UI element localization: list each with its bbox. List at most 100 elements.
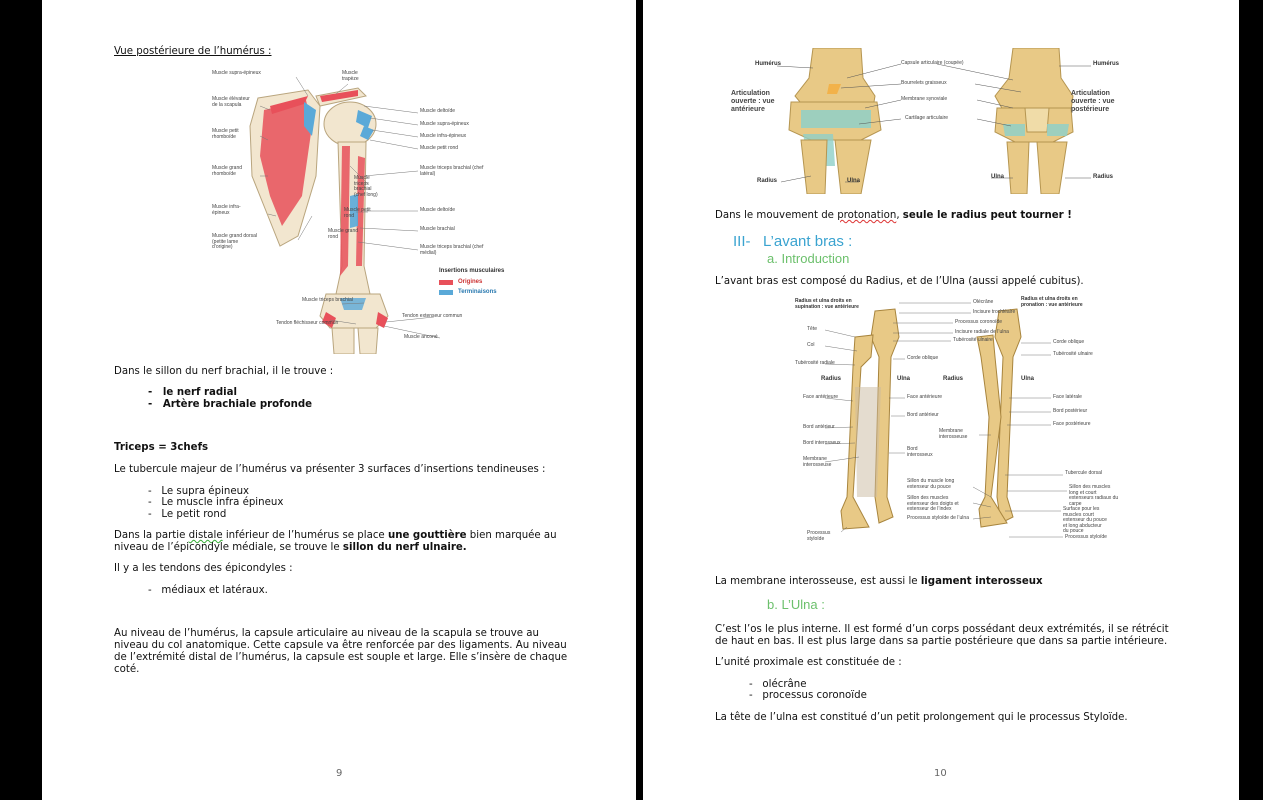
label-articulation-posterieure: Articulation ouverte : vue postérieure xyxy=(1071,90,1115,113)
label-processus-coronoide: Processus coronoïde xyxy=(955,319,1002,325)
label-bord-interosseux-2: Bord interosseux xyxy=(907,446,933,458)
text-run: niveau de l’épicondyle médiale, se trouv… xyxy=(114,542,343,553)
label-olecrane: Olécrâne xyxy=(973,299,994,305)
label-triceps-medial: Muscle triceps brachial (chef médial) xyxy=(420,244,484,256)
label-grand-rond: Muscle grand rond xyxy=(328,228,359,240)
label-tuberosite-ulnaire-2: Tubérosité ulnaire xyxy=(1053,351,1093,357)
text-run: Dans le mouvement de xyxy=(715,210,838,221)
paragraph-unite: L’unité proximale est constituée de : xyxy=(715,657,902,668)
section-title: Vue postérieure de l’humérus : xyxy=(114,46,272,57)
list1-item-1-text: le nerf radial xyxy=(162,387,238,398)
spellcheck-word: distale xyxy=(188,530,223,541)
paragraph-ulna-1: C’est l’os le plus interne. Il est formé… xyxy=(715,624,1169,635)
label-membrane-interosseuse-l: Membrane interosseuse xyxy=(803,456,832,468)
label-capsule: Capsule articulaire (coupée) xyxy=(901,60,964,66)
label-supination-title: Radius et ulna droits en supination : vu… xyxy=(795,298,859,310)
list2-item-1-text: Le supra épineux xyxy=(161,486,250,497)
label-extenseur: Tendon extenseur commun xyxy=(402,313,463,319)
page-10: Humérus Humérus Articulation ouverte : v… xyxy=(643,0,1239,800)
label-humerus-left: Humérus xyxy=(755,61,782,67)
label-ulna-left: Ulna xyxy=(847,178,861,184)
label-supra-epineux-right: Muscle supra-épineux xyxy=(420,121,469,127)
label-articulation-anterieure: Articulation ouverte : vue antérieure xyxy=(731,90,775,113)
heading-introduction: a. Introduction xyxy=(767,251,850,266)
label-bord-posterieur: Bord postérieur xyxy=(1053,408,1088,414)
label-face-anterieure-l: Face antérieure xyxy=(803,394,839,400)
label-tuberosite-ulnaire: Tubérosité ulnaire xyxy=(953,337,993,343)
label-radius-right: Radius xyxy=(1093,174,1114,180)
label-infra-epineux-left: Muscle infra-épineux xyxy=(212,204,241,216)
paragraph-tete: La tête de l’ulna est constitué d’un pet… xyxy=(715,712,1128,723)
bold-run: sillon du nerf ulnaire. xyxy=(342,542,467,553)
paragraph-capsule-3: de l’extrémité distal de l’humérus, la c… xyxy=(114,652,568,663)
paragraph-gouttiere-line2: niveau de l’épicondyle médiale, se trouv… xyxy=(114,542,467,554)
list3-item-1-text: médiaux et latéraux. xyxy=(161,585,268,596)
label-bourrelets: Bourrelets graisseux xyxy=(901,80,947,86)
label-triceps-long: Muscle triceps brachial (chef long) xyxy=(354,175,378,198)
label-tuberosite-radiale: Tubérosité radiale xyxy=(795,360,835,366)
label-incisure-trochleaire: Incisure trochléaire xyxy=(973,309,1016,315)
list2-item-2: - Le muscle infra épineux xyxy=(148,497,284,508)
forearm-illustration xyxy=(824,302,1067,538)
radius-ulna-figure: Radius et ulna droits en supination : vu… xyxy=(795,296,1118,545)
label-col: Col xyxy=(807,342,815,348)
list-item-1: - olécrâne xyxy=(749,679,807,690)
page-number: 10 xyxy=(934,768,947,779)
label-sillon-long-court: Sillon des muscles long et court extense… xyxy=(1069,484,1119,507)
label-bord-interosseux: Bord interosseux xyxy=(803,440,841,446)
legend-title: Insertions musculaires xyxy=(439,268,505,274)
list1-item-2: - Artère brachiale profonde xyxy=(148,399,313,410)
paragraph-ulna-2: de haut en bas. Il est plus large dans s… xyxy=(715,636,1168,647)
bold-run: une gouttière xyxy=(387,530,467,541)
paragraph-capsule-1: Au niveau de l’humérus, la capsule artic… xyxy=(114,628,539,639)
label-surface-court: Surface pour les muscles court extenseur… xyxy=(1063,506,1107,534)
elbow-joint-figure: Humérus Humérus Articulation ouverte : v… xyxy=(725,47,1119,195)
bold-run: ligament interosseux xyxy=(920,576,1043,587)
label-petit-rond-right: Muscle petit rond xyxy=(420,145,459,151)
list-item-2: - processus coronoïde xyxy=(749,690,867,701)
paragraph-intro: L’avant bras est composé du Radius, et d… xyxy=(715,276,1084,287)
humerus-illustration xyxy=(249,76,453,355)
label-sillon-muscle: Sillon du muscle long extenseur du pouce xyxy=(907,478,955,490)
list3-item-1: - médiaux et latéraux. xyxy=(148,585,268,596)
label-sillon-doigts: Sillon des muscles extenseur des doigts … xyxy=(907,495,959,512)
label-processus-styloide: Processus styloïde xyxy=(807,530,831,542)
humerus-posterior-figure: Muscle supra-épineux Muscle trapèze Musc… xyxy=(208,66,504,355)
heading-avant-bras: III- L’avant bras : xyxy=(733,233,852,250)
list2-item-1: - Le supra épineux xyxy=(148,486,250,497)
label-grand-rhomboide: Muscle grand rhomboïde xyxy=(212,165,243,177)
spellcheck-word: protonation xyxy=(837,210,897,221)
paragraph-capsule-2: niveau du col anatomique. Cette capsule … xyxy=(114,640,567,651)
paragraph-sillon: Dans le sillon du nerf brachial, il le t… xyxy=(114,366,334,377)
text-run: , xyxy=(896,210,903,221)
label-radius-a: Radius xyxy=(821,376,842,382)
label-ulna-a: Ulna xyxy=(897,376,911,382)
label-face-laterale: Face latérale xyxy=(1053,394,1082,400)
paragraph-membrane: La membrane interosseuse, est aussi le l… xyxy=(715,576,1043,588)
label-corde-oblique: Corde oblique xyxy=(907,355,939,361)
label-radius-left: Radius xyxy=(757,178,778,184)
paragraph-pronation: Dans le mouvement de protonation, seule … xyxy=(715,210,1072,222)
label-membrane-interosseuse-r: Membrane interosseuse xyxy=(939,428,968,440)
list1-item-2-text: Artère brachiale profonde xyxy=(162,399,313,410)
heading-text: L’avant bras : xyxy=(763,233,853,250)
paragraph-tendons: Il y a les tendons des épicondyles : xyxy=(114,563,293,574)
legend-terminaisons: Terminaisons xyxy=(458,289,497,295)
text-run: Dans la partie xyxy=(114,530,189,541)
label-supra-epineux: Muscle supra-épineux xyxy=(212,70,261,76)
heading-ulna: b. L’Ulna : xyxy=(767,597,825,612)
label-trapeze: Muscle trapèze xyxy=(342,70,359,82)
label-processus-styloide-2: Processus styloïde xyxy=(1065,534,1107,540)
label-brachial: Muscle brachial xyxy=(420,226,455,232)
list1-item-1: - le nerf radial xyxy=(148,387,238,398)
list-item-1-text: olécrâne xyxy=(762,679,807,690)
label-ulna-right: Ulna xyxy=(991,174,1005,180)
label-corde-oblique-2: Corde oblique xyxy=(1053,339,1085,345)
label-petit-rond: Muscle petit rond xyxy=(344,207,371,219)
list2-item-3: - Le petit rond xyxy=(148,509,227,520)
list2-item-3-text: Le petit rond xyxy=(161,509,227,520)
label-ulna-b: Ulna xyxy=(1021,376,1035,382)
label-grand-dorsal: Muscle grand dorsal (petite lame d’origi… xyxy=(212,233,258,250)
heading-number: III- xyxy=(733,233,751,250)
label-infra-epineux-right: Muscle infra-épineux xyxy=(420,133,467,139)
